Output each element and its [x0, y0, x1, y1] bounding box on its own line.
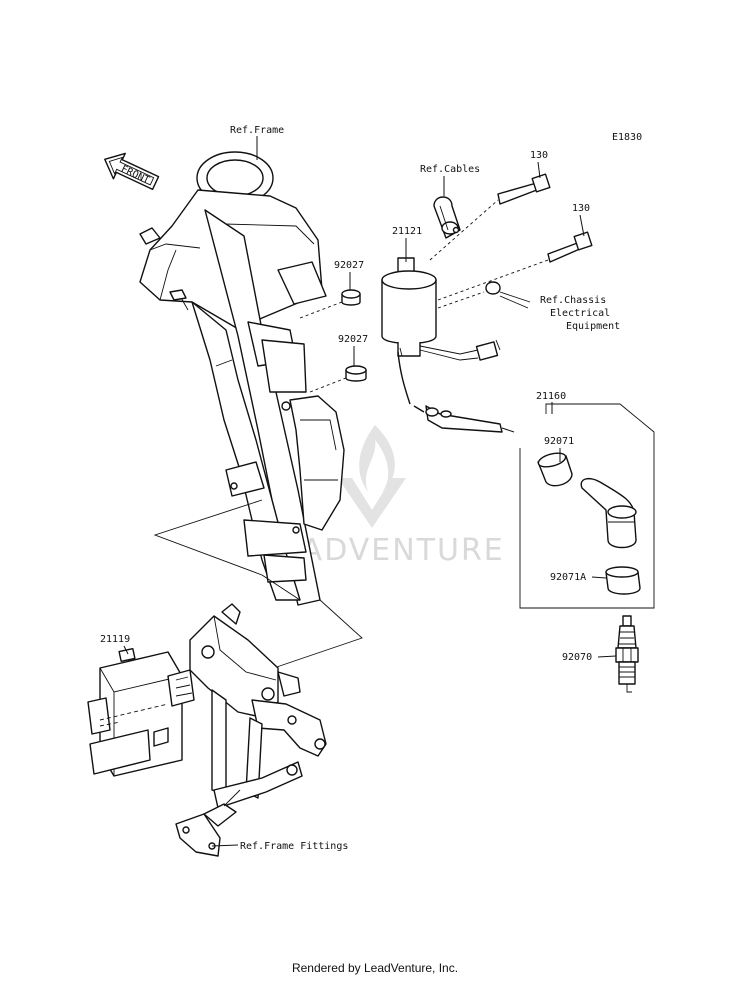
frame-fittings: [175, 603, 327, 857]
collar-upper-label: 92027: [334, 260, 364, 271]
ignition-coil: [381, 257, 501, 405]
spark-plug-92070: [615, 615, 639, 693]
ref-chassis-label-3: Equipment: [566, 321, 620, 332]
reference-plane: [153, 499, 363, 673]
ref-frame-fittings-label: Ref.Frame Fittings: [240, 841, 348, 852]
seal-92071a: [605, 566, 641, 595]
bolt-130-lower: [437, 231, 593, 301]
bolt-130-lower-label: 130: [572, 203, 590, 214]
cable-clamp: [433, 196, 461, 239]
igniter-label: 21119: [100, 634, 130, 645]
seal-92071a-label: 92071A: [550, 572, 586, 583]
cap-92071-label: 92071: [544, 436, 574, 447]
ref-chassis-label-1: Ref.Chassis: [540, 295, 606, 306]
spark-plug-label: 92070: [562, 652, 592, 663]
coil-part-number: 21121: [392, 226, 422, 237]
bolt-130-upper: [429, 173, 551, 261]
bolt-130-upper-label: 130: [530, 150, 548, 161]
plug-cap-box: [519, 403, 655, 609]
frame: [139, 151, 345, 606]
ref-cables-label: Ref.Cables: [420, 164, 480, 175]
footer-credit: Rendered by LeadVenture, Inc.: [291, 961, 459, 975]
igniter-21119: [87, 647, 195, 777]
ref-chassis-label-2: Electrical: [550, 308, 610, 319]
diagram-code: E1830: [612, 132, 642, 143]
plug-boot: [580, 477, 637, 549]
collar-92027-upper: [299, 289, 361, 319]
ground-terminal: [437, 281, 531, 309]
front-arrow: FRONT: [104, 152, 160, 191]
collar-lower-label: 92027: [338, 334, 368, 345]
collar-92027-lower: [309, 365, 367, 393]
ref-frame-label: Ref.Frame: [230, 125, 284, 136]
plug-cap-92071: [537, 452, 573, 487]
ht-lead: [413, 405, 515, 433]
cap-assy-label: 21160: [536, 391, 566, 402]
